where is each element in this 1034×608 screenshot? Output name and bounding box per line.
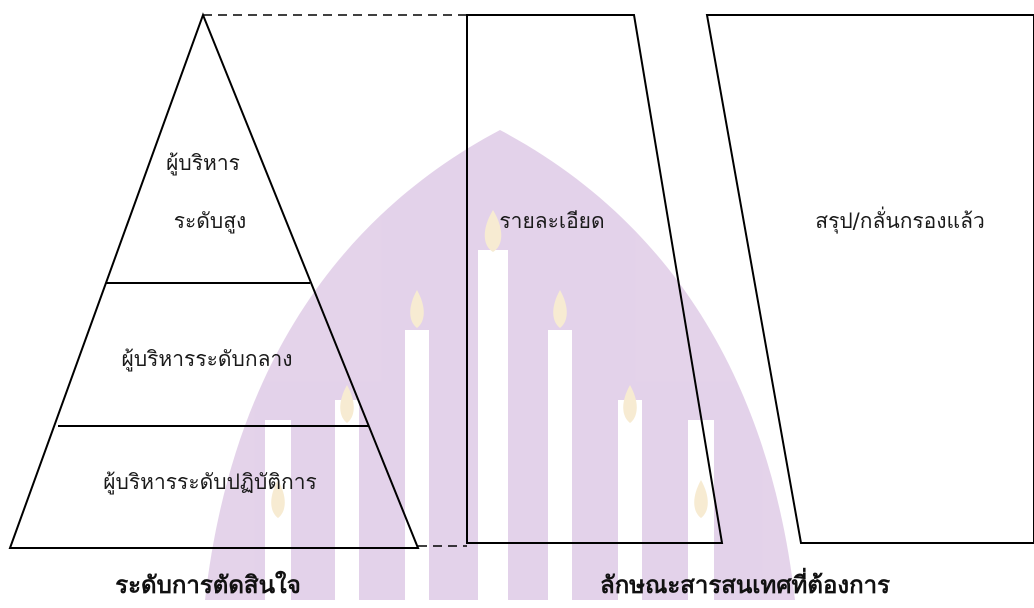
top-level-label-line2: ระดับสูง: [173, 209, 247, 233]
summary-shape: [705, 14, 1034, 544]
watermark-pillars: [265, 250, 714, 600]
watermark-emblem: [205, 130, 795, 600]
detail-shape: [466, 14, 724, 544]
middle-level-label: ผู้บริหารระดับกลาง: [121, 347, 293, 371]
information-caption: ลักษณะสารสนเทศที่ต้องการ: [600, 571, 890, 599]
top-level-label-line1: ผู้บริหาร: [166, 151, 240, 175]
watermark-flames: [271, 210, 708, 518]
operational-level-label: ผู้บริหารระดับปฏิบัติการ: [103, 470, 317, 494]
summary-label: สรุป/กลั่นกรองแล้ว: [815, 209, 985, 233]
decision-pyramid: [8, 12, 420, 549]
decision-level-caption: ระดับการตัดสินใจ: [115, 571, 301, 599]
detail-label: รายละเอียด: [499, 209, 605, 233]
